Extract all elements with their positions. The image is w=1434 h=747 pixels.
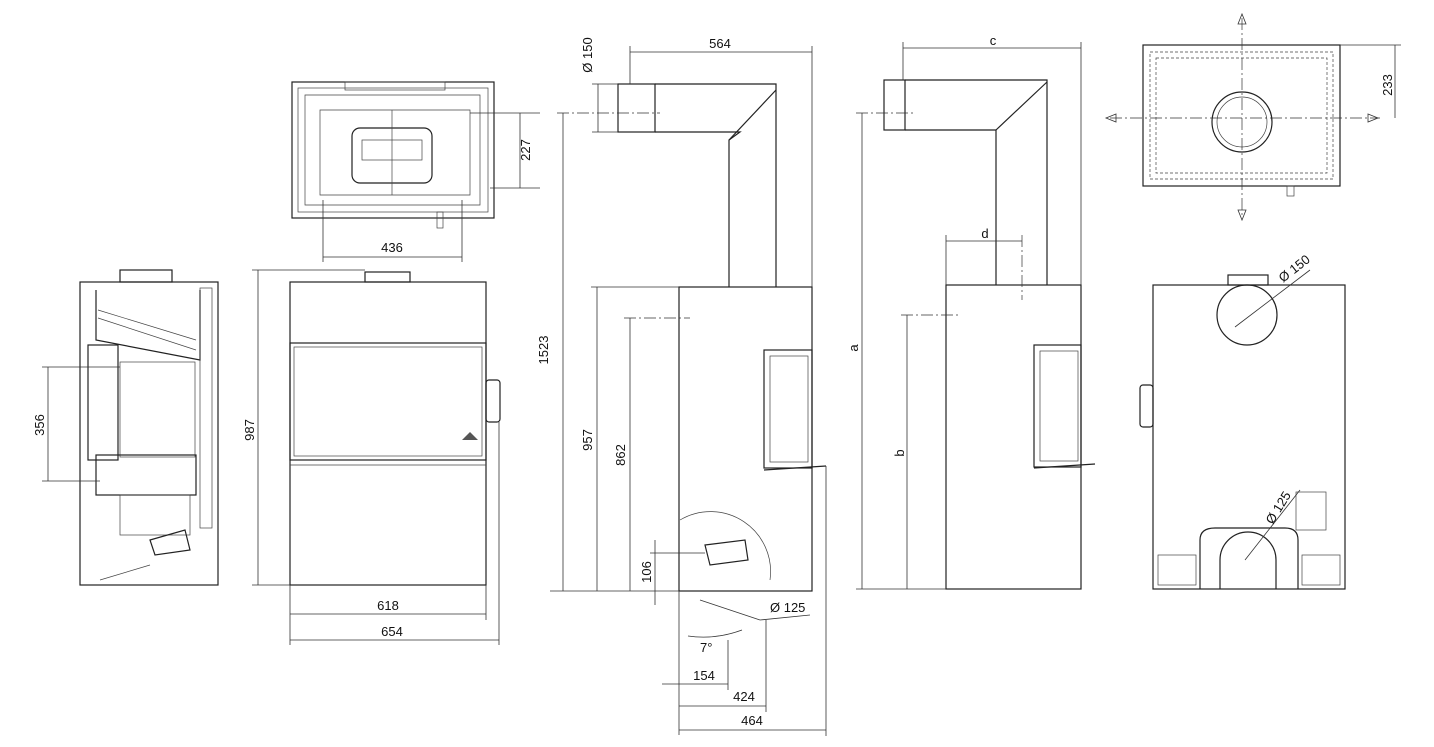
dim-flue-diameter: Ø 150	[580, 37, 595, 72]
dim-564: 564	[709, 36, 731, 51]
dim-233: 233	[1380, 74, 1395, 96]
dim-back-flue-diameter: Ø 150	[1276, 252, 1313, 286]
side-view-flue: 564 Ø 150 1523 957 862 106 Ø 125 7° 154 …	[536, 36, 827, 736]
dim-424: 424	[733, 689, 755, 704]
side-section-view: 356	[32, 269, 219, 586]
dim-a: a	[846, 344, 861, 352]
dim-b: b	[892, 449, 907, 456]
dim-c: c	[990, 33, 997, 48]
dim-618: 618	[377, 598, 399, 613]
dim-957: 957	[580, 429, 595, 451]
dim-d: d	[981, 226, 988, 241]
dim-356: 356	[32, 414, 47, 436]
dim-air-inlet-diameter: Ø 125	[770, 600, 805, 615]
dim-back-air-diameter: Ø 125	[1262, 489, 1293, 527]
side-view-variable: c a b d	[846, 33, 1096, 590]
dim-436: 436	[381, 240, 403, 255]
dim-angle: 7°	[700, 640, 712, 655]
dim-154: 154	[693, 668, 715, 683]
dim-106: 106	[639, 561, 654, 583]
dim-1523: 1523	[536, 336, 551, 365]
dim-654: 654	[381, 624, 403, 639]
top-view-left: 227 436	[291, 81, 540, 262]
front-view: 987 618 654	[242, 269, 501, 645]
dim-464: 464	[741, 713, 763, 728]
dim-862: 862	[613, 444, 628, 466]
dim-227: 227	[518, 139, 533, 161]
top-view-right: 233	[1104, 12, 1401, 222]
back-view: Ø 150 Ø 125	[1139, 252, 1346, 590]
dim-987: 987	[242, 419, 257, 441]
